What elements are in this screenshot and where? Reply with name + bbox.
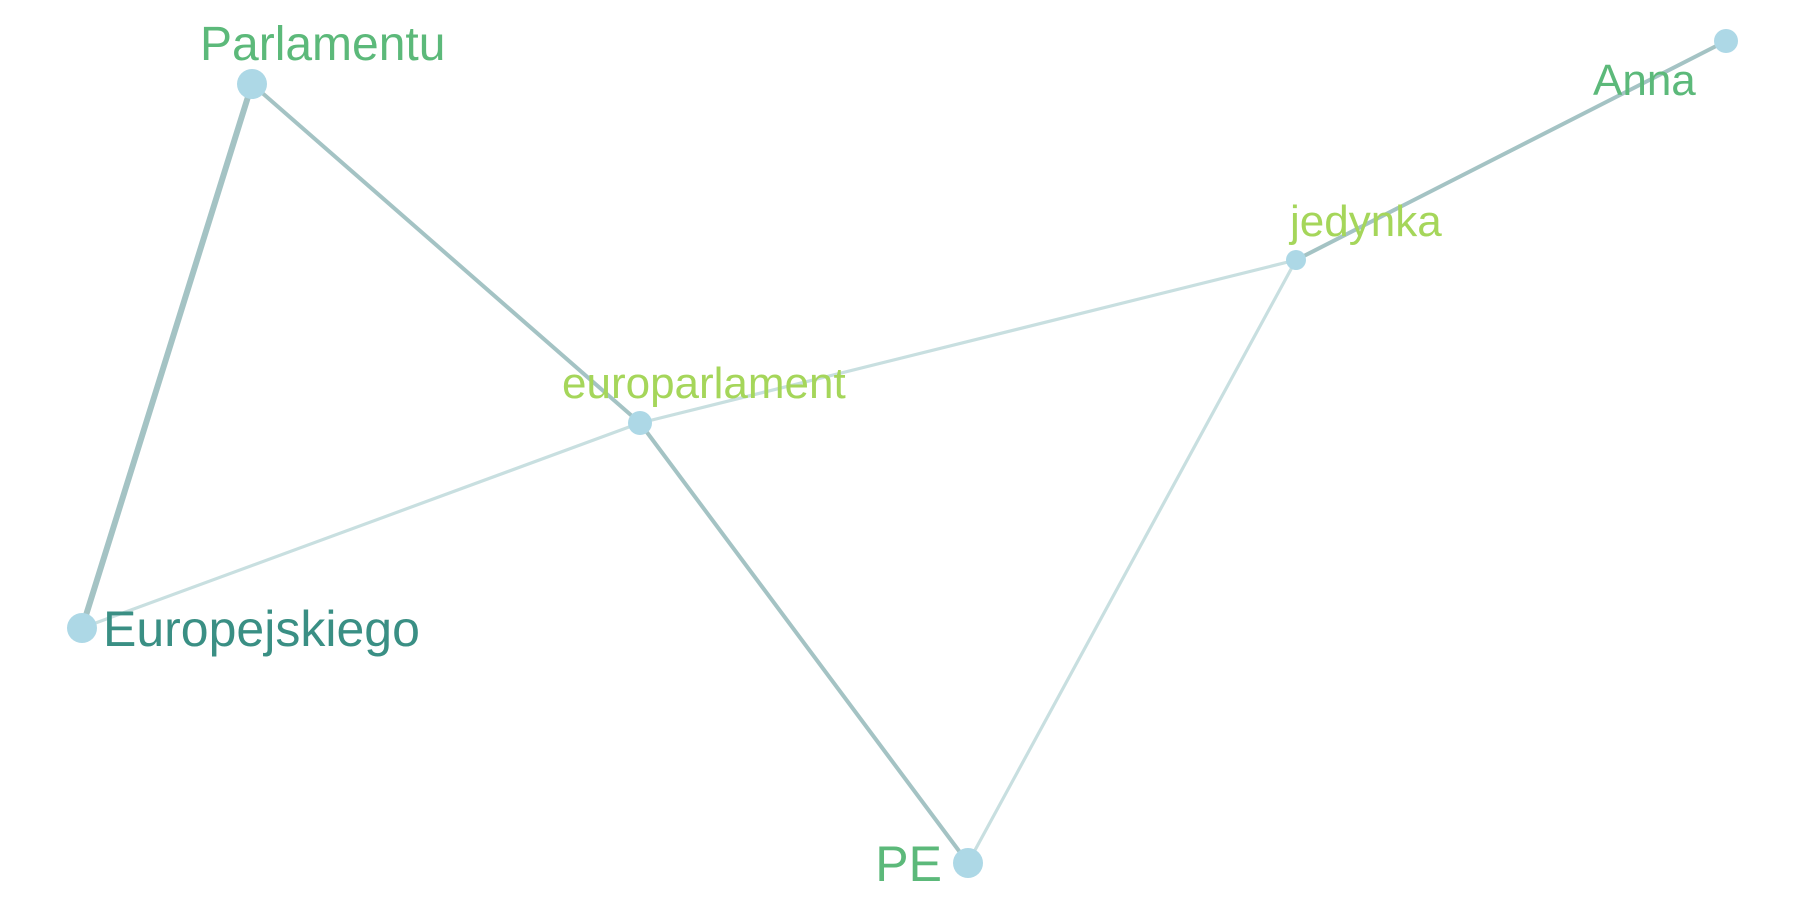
edge-jedynka-pe <box>966 258 1298 865</box>
edge-parlamentu-europarlament <box>250 82 642 425</box>
node-parlamentu <box>237 69 267 99</box>
node-anna <box>1714 29 1738 53</box>
node-label-jedynka: jedynka <box>1288 197 1442 246</box>
node-label-europarlament: europarlament <box>562 359 846 408</box>
edge-parlamentu-europejskiego <box>79 81 255 631</box>
node-label-europejskiego: Europejskiego <box>103 601 420 657</box>
node-jedynka <box>1286 250 1306 270</box>
node-europejskiego <box>67 613 97 643</box>
node-pe <box>953 848 983 878</box>
edge-jedynka-anna <box>1294 39 1728 262</box>
node-label-pe: PE <box>875 836 942 892</box>
node-layer <box>67 29 1738 878</box>
edge-europarlament-pe <box>638 421 970 865</box>
node-europarlament <box>628 411 652 435</box>
node-label-parlamentu: Parlamentu <box>200 18 445 71</box>
edge-layer <box>79 39 1728 865</box>
edge-europarlament-jedynka <box>638 258 1298 425</box>
edge-europejskiego-europarlament <box>80 421 642 630</box>
node-label-anna: Anna <box>1593 56 1696 105</box>
